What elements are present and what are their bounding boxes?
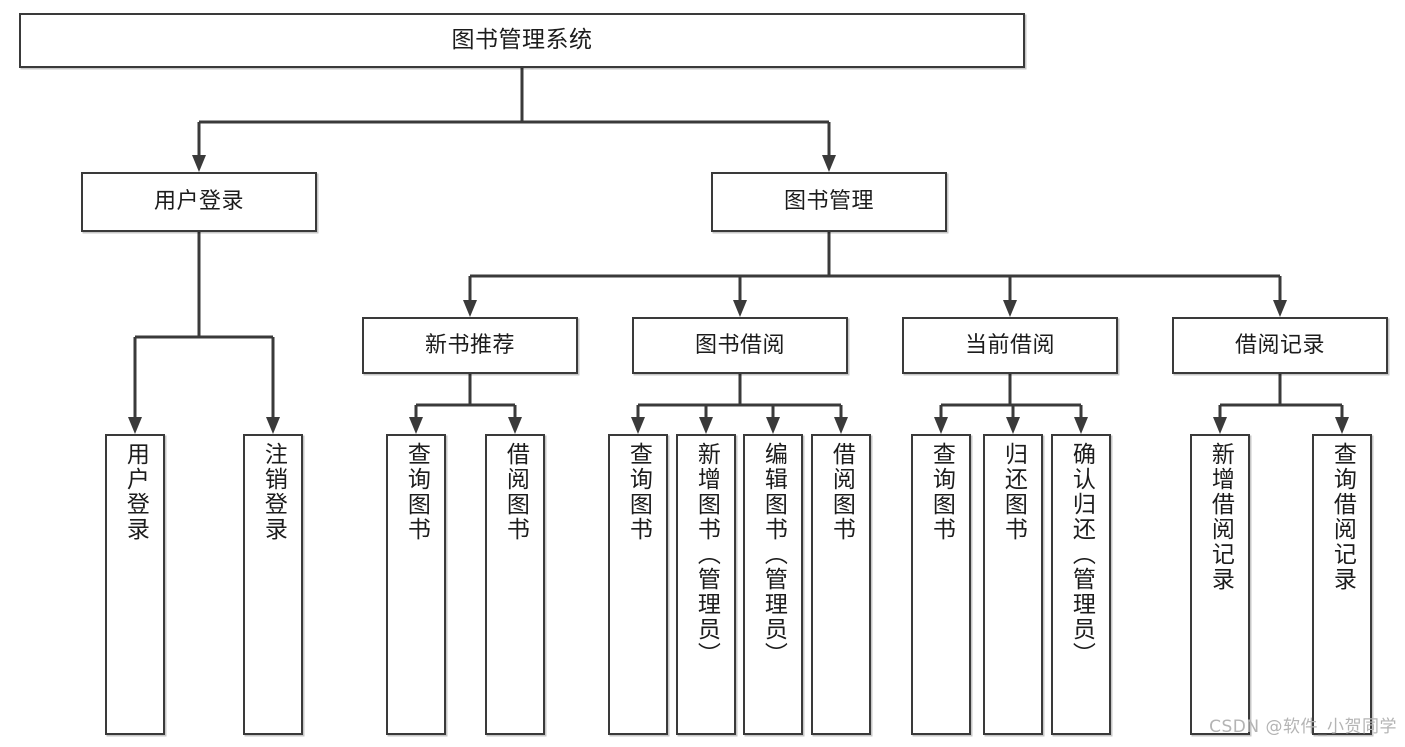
node-label: 图书管理系统: [451, 27, 593, 53]
node-label: 借阅图书: [828, 442, 855, 542]
node-label: 新书推荐: [424, 332, 515, 358]
node-label: 新增借阅记录: [1207, 442, 1234, 592]
node-records[interactable]: 借阅记录: [1172, 317, 1388, 374]
node-label: 注销登录: [260, 442, 287, 542]
node-l-query2[interactable]: 查询图书: [608, 434, 668, 735]
node-label: 查询借阅记录: [1329, 442, 1356, 592]
node-label: 图书管理: [783, 189, 874, 214]
node-label: 新增图书（管理员）: [693, 442, 720, 667]
node-l-query1[interactable]: 查询图书: [386, 434, 446, 735]
node-l-borrow2[interactable]: 借阅图书: [811, 434, 871, 735]
node-l-query3[interactable]: 查询图书: [911, 434, 971, 735]
node-label: 用户登录: [122, 442, 149, 542]
node-newbook[interactable]: 新书推荐: [362, 317, 578, 374]
node-label: 确认归还（管理员）: [1068, 442, 1095, 667]
node-label: 借阅图书: [502, 442, 529, 542]
node-l-edit[interactable]: 编辑图书（管理员）: [743, 434, 803, 735]
node-label: 图书借阅: [694, 332, 785, 358]
node-l-borrow1[interactable]: 借阅图书: [485, 434, 545, 735]
node-l-confirm[interactable]: 确认归还（管理员）: [1051, 434, 1111, 735]
node-root[interactable]: 图书管理系统: [19, 13, 1025, 68]
node-label: 用户登录: [153, 189, 244, 214]
node-l-addrec[interactable]: 新增借阅记录: [1190, 434, 1250, 735]
node-label: 归还图书: [1000, 442, 1027, 542]
node-l-logout[interactable]: 注销登录: [243, 434, 303, 735]
watermark: CSDN @软件_小贺同学: [1209, 717, 1397, 737]
node-label: 查询图书: [625, 442, 652, 542]
node-label: 查询图书: [928, 442, 955, 542]
node-label: 借阅记录: [1234, 332, 1325, 358]
node-l-add[interactable]: 新增图书（管理员）: [676, 434, 736, 735]
node-label: 当前借阅: [964, 332, 1055, 358]
node-label: 编辑图书（管理员）: [760, 442, 787, 667]
node-current[interactable]: 当前借阅: [902, 317, 1118, 374]
node-borrow[interactable]: 图书借阅: [632, 317, 848, 374]
node-login[interactable]: 用户登录: [81, 172, 317, 232]
node-l-return[interactable]: 归还图书: [983, 434, 1043, 735]
node-label: 查询图书: [403, 442, 430, 542]
node-l-queryrec[interactable]: 查询借阅记录: [1312, 434, 1372, 735]
node-bookmgmt[interactable]: 图书管理: [711, 172, 947, 232]
node-l-userlogin[interactable]: 用户登录: [105, 434, 165, 735]
